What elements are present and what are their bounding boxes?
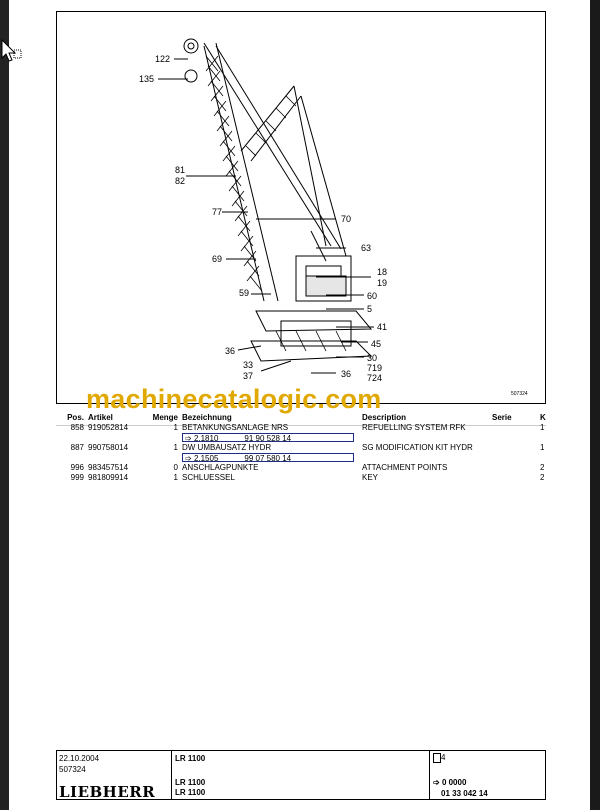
callout-label: 30 bbox=[367, 353, 378, 363]
cell-pos: 887 bbox=[70, 443, 84, 452]
col-menge: Menge bbox=[152, 412, 178, 422]
cell-artikel: 983457514 bbox=[88, 463, 129, 472]
cell-menge: 1 bbox=[173, 473, 178, 482]
cell-serie bbox=[490, 423, 538, 433]
callout-label: 60 bbox=[367, 291, 378, 301]
mouse-cursor-icon bbox=[1, 38, 22, 62]
callout-label: 19 bbox=[377, 278, 388, 288]
drawing-frame bbox=[56, 11, 546, 404]
callout-label: 70 bbox=[341, 214, 352, 224]
code-1: 0 0000 bbox=[441, 778, 467, 787]
liebherr-logo: LIEBHERR bbox=[59, 783, 156, 801]
cell-k: 2 bbox=[540, 473, 545, 482]
reference-page: 2.1505 bbox=[193, 454, 219, 463]
reference-number: 91 90 528 14 bbox=[244, 434, 292, 443]
cell-description: KEY bbox=[362, 473, 379, 482]
crane-drawing bbox=[158, 38, 374, 374]
document-page bbox=[9, 0, 590, 810]
cell-menge: 0 bbox=[173, 463, 178, 472]
divider bbox=[171, 751, 172, 799]
col-pos: Pos. bbox=[67, 412, 84, 422]
col-bezeichnung: Bezeichnung bbox=[182, 412, 232, 422]
page-icon bbox=[433, 753, 441, 763]
cell-bezeichnung: SCHLUESSEL bbox=[182, 473, 235, 482]
col-serie: Serie bbox=[492, 412, 512, 422]
cell-menge: 1 bbox=[173, 443, 178, 452]
callout-label: 77 bbox=[212, 207, 223, 217]
viewer-edge bbox=[590, 0, 600, 810]
table-row: 858 919052814 1 BETANKUNGSANLAGE NRS REF… bbox=[56, 423, 554, 433]
cell-bezeichnung: ANSCHLAGPUNKTE bbox=[182, 463, 259, 472]
callout-label: 63 bbox=[361, 243, 372, 253]
callout-label: 36 bbox=[341, 369, 352, 379]
table-header-row: Pos. Artikel Menge Bezeichnung Descripti… bbox=[56, 411, 554, 423]
document-number: 507324 bbox=[59, 765, 86, 774]
col-description: Description bbox=[362, 412, 407, 422]
callout-label: 135 bbox=[139, 74, 155, 84]
watermark-text: machinecatalogic.com bbox=[86, 384, 382, 414]
print-date: 22.10.2004 bbox=[59, 754, 100, 763]
part-code: 01 33 042 14 bbox=[441, 789, 488, 798]
cell-bezeichnung: DW UMBAUSATZ HYDR bbox=[182, 443, 272, 452]
col-artikel: Artikel bbox=[88, 412, 113, 422]
cell-serie bbox=[490, 443, 538, 453]
callout-label: 36 bbox=[225, 346, 236, 356]
callout-label: 41 bbox=[377, 322, 388, 332]
cell-serie bbox=[490, 473, 538, 483]
cell-serie bbox=[490, 463, 538, 473]
callout-label: 122 bbox=[155, 54, 171, 64]
table-row: 996 983457514 0 ANSCHLAGPUNKTE ATTACHMEN… bbox=[56, 463, 554, 473]
callout-label: 59 bbox=[239, 288, 250, 298]
cell-artikel: 919052814 bbox=[88, 423, 129, 432]
code-line: ➩ 0 0000 bbox=[433, 778, 467, 787]
page-number: 4 bbox=[441, 753, 446, 763]
figure-number: 507324 bbox=[511, 391, 528, 397]
callout-label: 37 bbox=[243, 371, 254, 381]
callout-label: 45 bbox=[371, 339, 382, 349]
table-header-divider bbox=[56, 425, 546, 426]
model-name: LR 1100 bbox=[175, 778, 206, 787]
cell-menge: 1 bbox=[173, 423, 178, 432]
cell-k: 1 bbox=[540, 443, 545, 452]
reference-page: 2.1810 bbox=[193, 434, 219, 443]
model-name: LR 1100 bbox=[175, 788, 206, 797]
page-indicator: 4 bbox=[433, 753, 445, 763]
model-name: LR 1100 bbox=[175, 754, 206, 763]
col-k: K bbox=[540, 412, 546, 422]
callout-label: 69 bbox=[212, 254, 223, 264]
divider bbox=[429, 751, 430, 799]
parts-table: Pos. Artikel Menge Bezeichnung Descripti… bbox=[56, 411, 554, 483]
cell-pos: 858 bbox=[70, 423, 84, 432]
callout-label: 724 bbox=[367, 373, 383, 383]
cell-description: REFUELLING SYSTEM RFK bbox=[362, 423, 466, 432]
reference-number: 99 07 580 14 bbox=[244, 454, 292, 463]
callout-label: 5 bbox=[367, 304, 373, 314]
callout-label: 719 bbox=[367, 363, 383, 373]
cell-description: ATTACHMENT POINTS bbox=[362, 463, 448, 472]
cell-artikel: 981809914 bbox=[88, 473, 129, 482]
callout-label: 18 bbox=[377, 267, 388, 277]
cell-artikel: 990758014 bbox=[88, 443, 129, 452]
cell-pos: 996 bbox=[70, 463, 84, 472]
cell-k: 2 bbox=[540, 463, 545, 472]
title-block: 22.10.2004 507324 LIEBHERR LR 1100 LR 11… bbox=[56, 750, 546, 801]
cell-pos: 999 bbox=[70, 473, 84, 482]
table-row: 887 990758014 1 DW UMBAUSATZ HYDR SG MOD… bbox=[56, 443, 554, 453]
cell-bezeichnung: BETANKUNGSANLAGE NRS bbox=[182, 423, 289, 432]
table-row: 999 981809914 1 SCHLUESSEL KEY 2 bbox=[56, 473, 554, 483]
cell-k: 1 bbox=[540, 423, 545, 432]
callout-label: 81 bbox=[175, 165, 186, 175]
callout-label: 82 bbox=[175, 176, 186, 186]
callout-label: 33 bbox=[243, 360, 254, 370]
cell-description: SG MODIFICATION KIT HYDR bbox=[362, 443, 473, 452]
